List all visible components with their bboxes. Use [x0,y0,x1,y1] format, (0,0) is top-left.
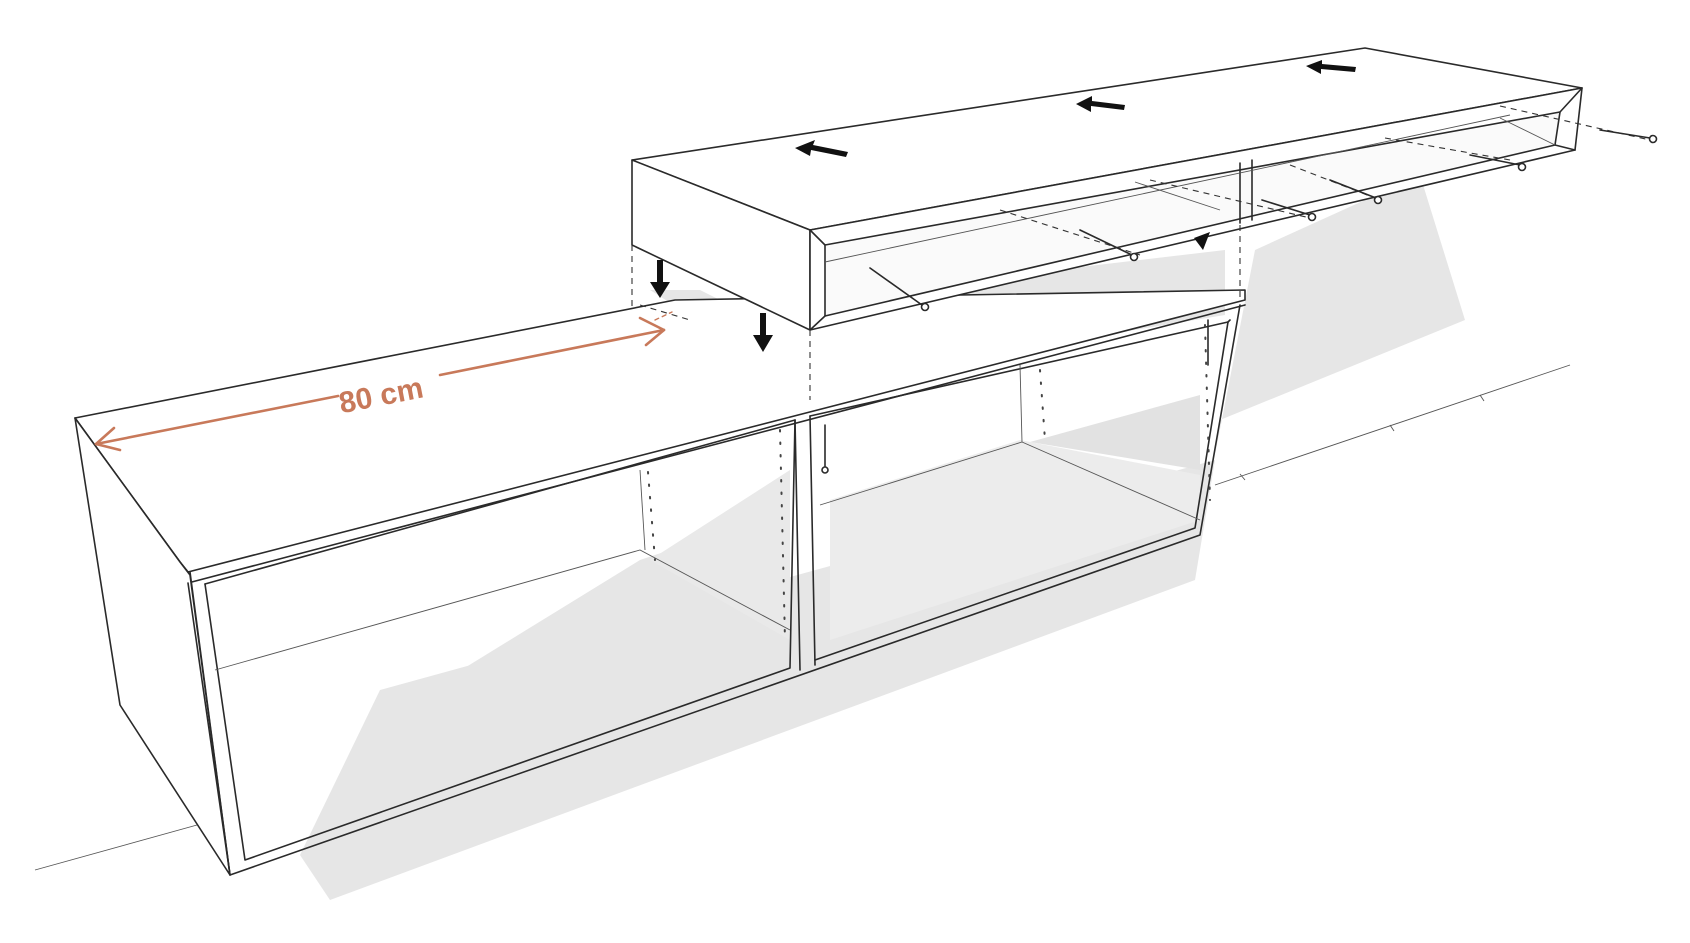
drop-arrows [650,232,1210,352]
dimension-line [94,328,666,446]
arrow-up-icon [1306,60,1356,74]
screw-icon [1079,229,1139,262]
push-arrows [795,60,1356,157]
screw-icon [1469,154,1527,172]
arrow-down-icon [650,260,670,298]
arrowhead-right-icon [638,316,666,347]
arrow-down-icon [753,313,773,352]
arrowhead-left-icon [94,426,122,452]
screw-icon [1329,179,1383,205]
arrow-up-icon [1076,96,1125,112]
screws [869,129,1658,312]
floor-lines [34,364,1571,871]
screw-icon [1261,199,1317,222]
arrow-up-icon [795,140,848,157]
screw-icon [869,267,930,312]
cabinet-interior-shade [380,395,1200,780]
lower-cabinet [74,289,1246,876]
arrow-down-icon [1194,232,1210,250]
upper-box [631,47,1583,331]
screw-icon [1599,129,1658,144]
